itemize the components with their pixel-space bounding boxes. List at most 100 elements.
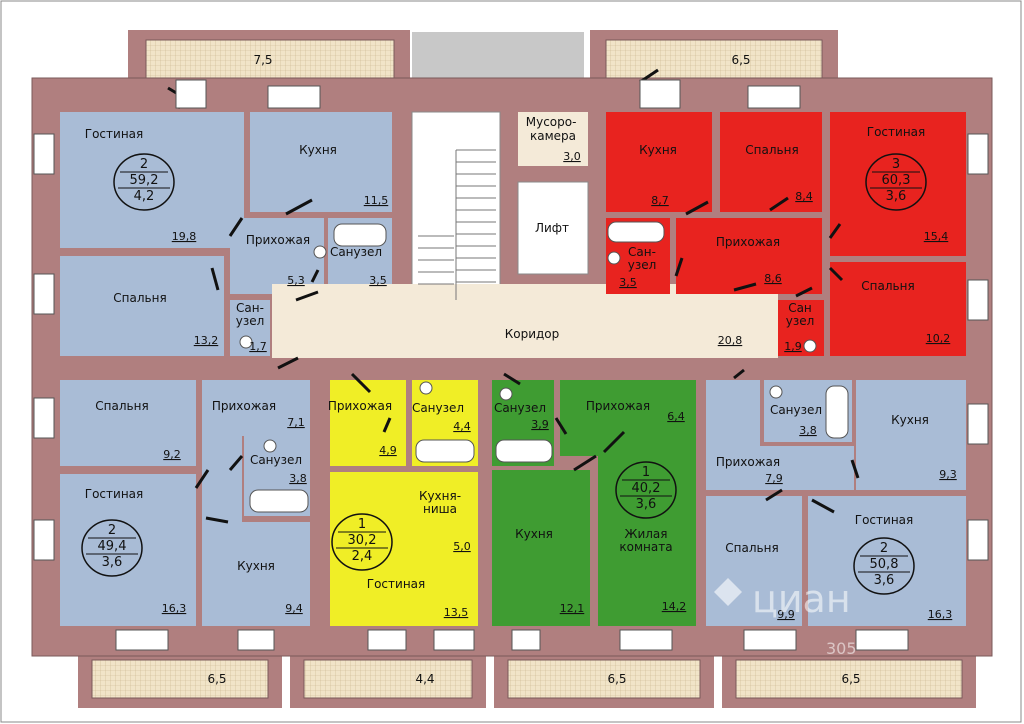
apartment-extra-area: 2,4 [352, 549, 373, 564]
room-area: 3,5 [369, 274, 387, 287]
toilet-icon [313, 245, 327, 259]
room-kitchen [202, 522, 310, 626]
apartment-badges: 259,24,2360,33,6249,43,6130,22,4140,23,6… [81, 153, 927, 595]
apartment-extra-area: 3,6 [874, 573, 895, 588]
room-name: Кухня [237, 559, 275, 573]
apartment-extra-area: 4,2 [134, 189, 155, 204]
room-kitchen [856, 380, 966, 490]
room-area: 6,4 [667, 410, 685, 423]
watermark-logo-text: циан [752, 577, 851, 621]
toilet-icon [803, 339, 817, 353]
corridor-label: Коридор [505, 327, 560, 341]
toilet-icon [769, 385, 783, 399]
room-living [60, 112, 244, 248]
room-area: 3,9 [531, 418, 549, 431]
room-name: Санузел [770, 403, 822, 417]
room-hallway [676, 218, 822, 294]
apartment-total-area: 30,2 [348, 533, 377, 548]
apartment-rooms-count: 3 [892, 157, 900, 172]
room-hallway-ext [760, 446, 854, 490]
room-kitchen [606, 112, 712, 212]
room-bedroom [60, 256, 224, 356]
room-name: Гостиная [867, 125, 925, 139]
corridor-area: 20,8 [718, 334, 743, 347]
garbage-chamber-area: 3,0 [563, 150, 581, 163]
room-name: Сан-узел [628, 245, 657, 272]
room-hallway [230, 218, 324, 294]
room-bedroom [60, 380, 196, 466]
room-name: Кухня [891, 413, 929, 427]
room-area: 5,3 [287, 274, 305, 287]
core-labels: Мусоро- камера 3,0 Лифт Коридор 20,8 [505, 115, 743, 347]
stair-landing-top [412, 32, 584, 80]
bathtub-icon [825, 385, 849, 439]
room-name: Санузел [330, 245, 382, 259]
apartment-badge: 140,23,6 [615, 461, 677, 519]
stairs-steps [418, 149, 496, 300]
room-area: 14,2 [662, 600, 687, 613]
room-area: 1,7 [249, 340, 267, 353]
room-name: Кухня [515, 527, 553, 541]
toilet-icon [607, 251, 621, 265]
room-area: 13,5 [444, 606, 469, 619]
room-area: 4,9 [379, 444, 397, 457]
room-bedroom [830, 262, 966, 356]
room-area: 9,4 [285, 602, 303, 615]
toilet-icon [239, 335, 253, 349]
room-area: 7,1 [287, 416, 305, 429]
apartment-badge: 250,83,6 [853, 537, 915, 595]
room-name: Гостиная [85, 487, 143, 501]
room-name: Спальня [113, 291, 166, 305]
room-name: Гостиная [367, 577, 425, 591]
room-area: 8,7 [651, 194, 669, 207]
room-living [330, 472, 478, 626]
room-name: Санузел [494, 401, 546, 415]
room-area: 4,4 [453, 420, 471, 433]
room-hallway-ext [202, 436, 242, 522]
bath-fixtures [239, 221, 849, 513]
apartment-rooms-count: 1 [642, 465, 650, 480]
room-area: 15,4 [924, 230, 949, 243]
room-bedroom [706, 496, 802, 626]
room-name: Гостиная [855, 513, 913, 527]
room-living [830, 112, 966, 256]
apartment-extra-area: 3,6 [886, 189, 907, 204]
room-area: 3,8 [289, 472, 307, 485]
apartment-badge: 360,33,6 [865, 153, 927, 211]
room-name: Спальня [745, 143, 798, 157]
room-name: Прихожая [586, 399, 650, 413]
windows [33, 79, 989, 651]
balcony-label: 6,5 [207, 672, 226, 686]
room-name: Кухня [299, 143, 337, 157]
toilet-icon [263, 439, 277, 453]
room-name: Кухня-ниша [419, 489, 461, 516]
balcony-label: 6,5 [731, 53, 750, 67]
bathtub-icon [495, 439, 553, 463]
apartment-rooms-count: 2 [880, 541, 888, 556]
apartment-badge: 259,24,2 [113, 153, 175, 211]
room-area: 9,2 [163, 448, 181, 461]
garbage-chamber [518, 112, 588, 166]
room-area: 3,5 [619, 276, 637, 289]
room-name: Сан-узел [236, 301, 265, 328]
apartment-extra-area: 3,6 [636, 497, 657, 512]
door-swings [167, 68, 860, 524]
room-area: 19,8 [172, 230, 197, 243]
room-name: Спальня [725, 541, 778, 555]
room-name: Спальня [861, 279, 914, 293]
balconies: 7,5 6,5 6,5 4,4 6,5 6,5 [78, 30, 976, 708]
room-area: 8,4 [795, 190, 813, 203]
room-area: 5,0 [453, 540, 471, 553]
bathtub-icon [333, 223, 387, 247]
bathtub-icon [607, 221, 665, 243]
bathtub-icon [249, 489, 309, 513]
room-area: 9,3 [939, 468, 957, 481]
room-name: Прихожая [328, 399, 392, 413]
room-name: Прихожая [246, 233, 310, 247]
watermark: циан 305 [714, 577, 857, 658]
apartment-total-area: 50,8 [870, 557, 899, 572]
lift-shaft [517, 181, 589, 275]
toilet-icon [419, 381, 433, 395]
apartment-total-area: 59,2 [130, 173, 159, 188]
